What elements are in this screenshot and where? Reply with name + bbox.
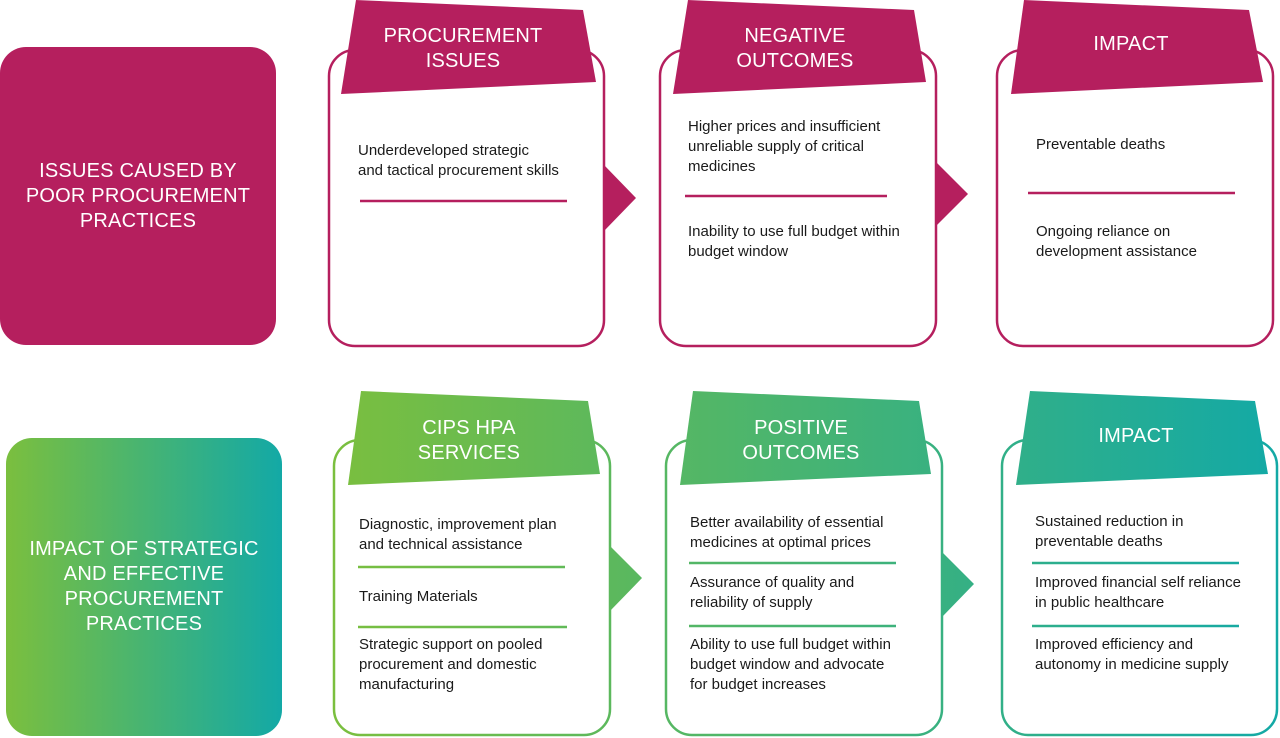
bottom-row-label-line: PROCUREMENT PRACTICES <box>64 588 224 635</box>
top-card-3-title: IMPACT <box>1011 32 1251 57</box>
top-row-label-line: POOR PROCUREMENT <box>25 184 251 207</box>
item-line: unreliable supply of critical <box>688 138 864 155</box>
arrow-right-icon <box>604 165 636 231</box>
bottom-card-2-item-1: Better availability of essential medicin… <box>690 513 883 553</box>
item-line: Better availability of essential <box>690 514 884 531</box>
item-line: budget window <box>688 243 789 260</box>
card-title-line: CIPS HPA <box>422 417 516 439</box>
item-line: procurement and domestic <box>359 656 537 673</box>
card-title-line: OUTCOMES <box>736 50 854 72</box>
card-title-line: POSITIVE <box>754 417 848 439</box>
card-title-banner <box>341 0 596 94</box>
bottom-card-1-item-2: Training Materials <box>359 587 478 607</box>
bottom-card-2-item-2: Assurance of quality and reliability of … <box>690 573 854 613</box>
card-title-line: OUTCOMES <box>742 442 860 464</box>
item-line: budget window and advocate <box>690 656 885 673</box>
bottom-card-1-title: CIPS HPA SERVICES <box>348 416 590 466</box>
bottom-card-3-item-3: Improved efficiency and autonomy in medi… <box>1035 635 1228 675</box>
item-line: Assurance of quality and <box>690 574 855 591</box>
bottom-card-2-title: POSITIVE OUTCOMES <box>680 416 922 466</box>
card-title-banner <box>680 391 931 485</box>
top-card-1 <box>327 0 606 348</box>
bottom-row-label-line: AND EFFECTIVE <box>63 563 225 585</box>
item-line: Improved financial self reliance <box>1035 574 1241 591</box>
card-title-line: ISSUES <box>425 50 501 72</box>
item-line: Ongoing reliance on <box>1036 223 1171 240</box>
bottom-row-label: IMPACT OF STRATEGIC AND EFFECTIVE PROCUR… <box>6 438 282 736</box>
item-line: Higher prices and insufficient <box>688 118 881 135</box>
card-title-line: NEGATIVE <box>744 25 846 47</box>
bottom-card-2-item-3: Ability to use full budget within budget… <box>690 635 891 695</box>
top-card-3 <box>995 0 1275 348</box>
item-line: and technical assistance <box>359 536 523 553</box>
item-line: for budget increases <box>690 676 826 693</box>
card-title-banner <box>1016 391 1268 485</box>
top-row-label: ISSUES CAUSED BY POOR PROCUREMENT PRACTI… <box>0 47 276 345</box>
bottom-card-3-title: IMPACT <box>1016 424 1256 449</box>
item-line: medicines at optimal prices <box>690 534 871 551</box>
bottom-card-1-item-1: Diagnostic, improvement plan and technic… <box>359 515 557 555</box>
card-title-banner <box>1011 0 1263 94</box>
item-line: manufacturing <box>359 676 455 693</box>
item-line: Inability to use full budget within <box>688 223 900 240</box>
item-line: in public healthcare <box>1035 594 1165 611</box>
top-card-3-item-2: Ongoing reliance on development assistan… <box>1036 222 1197 262</box>
item-line: Strategic support on pooled <box>359 636 543 653</box>
bottom-card-2 <box>664 391 944 737</box>
card-title-line: SERVICES <box>417 442 521 464</box>
top-card-2-item-2: Inability to use full budget within budg… <box>688 222 900 262</box>
item-line: Underdeveloped strategic <box>358 142 529 159</box>
bottom-card-3-item-2: Improved financial self reliance in publ… <box>1035 573 1241 613</box>
top-row-label-line: PRACTICES <box>79 209 197 232</box>
top-row-label-line: ISSUES CAUSED BY <box>39 159 237 182</box>
top-card-2-title: NEGATIVE OUTCOMES <box>673 24 917 74</box>
item-line: Sustained reduction in <box>1035 513 1184 530</box>
item-line: Ability to use full budget within <box>690 636 891 653</box>
arrow-right-icon <box>936 162 968 226</box>
bottom-card-1-item-3: Strategic support on pooled procurement … <box>359 635 542 695</box>
item-line: medicines <box>688 158 756 175</box>
card-title-banner <box>348 391 600 485</box>
card-title-line: PROCUREMENT <box>383 25 543 47</box>
bottom-row-label-line: IMPACT OF STRATEGIC <box>29 538 259 560</box>
item-line: and tactical procurement skills <box>358 162 559 179</box>
card-title-banner <box>673 0 926 94</box>
item-line: development assistance <box>1036 243 1197 260</box>
item-line: autonomy in medicine supply <box>1035 656 1229 673</box>
top-card-2 <box>658 0 938 348</box>
card-title-line: IMPACT <box>1098 425 1174 447</box>
item-line: Preventable deaths <box>1036 136 1166 153</box>
bottom-card-3 <box>1000 391 1279 737</box>
arrow-right-icon <box>610 546 642 611</box>
top-card-2-item-1: Higher prices and insufficient unreliabl… <box>688 117 880 177</box>
arrow-right-icon <box>942 552 974 617</box>
item-line: preventable deaths <box>1035 533 1163 550</box>
card-frame <box>995 48 1275 348</box>
card-title-line: IMPACT <box>1093 33 1169 55</box>
top-row-label-box <box>0 47 276 345</box>
top-card-1-title: PROCUREMENT ISSUES <box>341 24 585 74</box>
item-line: Training Materials <box>359 588 478 605</box>
card-frame <box>327 48 606 348</box>
card-frame <box>658 48 938 348</box>
bottom-card-3-item-1: Sustained reduction in preventable death… <box>1035 512 1183 552</box>
bottom-row-label-box <box>6 438 282 736</box>
item-line: Diagnostic, improvement plan <box>359 516 557 533</box>
item-line: Improved efficiency and <box>1035 636 1194 653</box>
item-line: reliability of supply <box>690 594 813 611</box>
top-card-1-item-1: Underdeveloped strategic and tactical pr… <box>358 141 559 181</box>
top-card-3-item-1: Preventable deaths <box>1036 135 1165 155</box>
